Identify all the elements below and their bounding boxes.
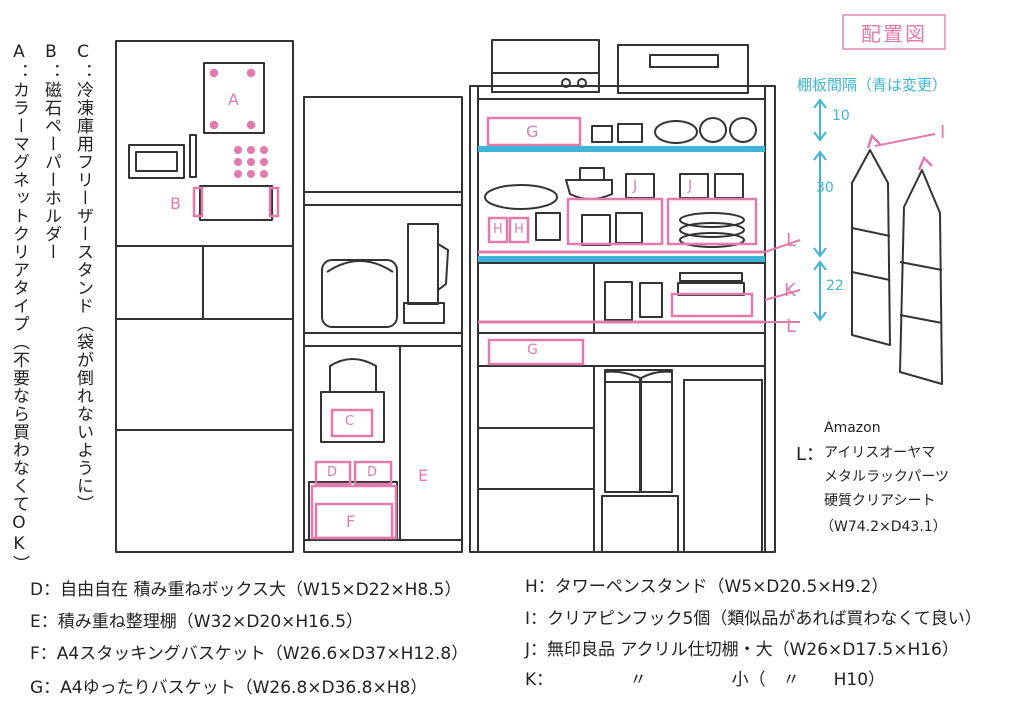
label-a-vertical: A：カラーマグネットクリアタイプ（不要なら買わなくてOK） bbox=[9, 42, 29, 573]
interval-low: 22 bbox=[826, 278, 844, 294]
marker-d-1: D bbox=[327, 465, 338, 480]
hanging-bags bbox=[604, 370, 641, 493]
l-note-label: L： bbox=[796, 444, 825, 465]
refrigerator bbox=[115, 40, 294, 553]
pen-stand-h-2 bbox=[508, 216, 530, 244]
blender bbox=[407, 223, 439, 305]
acrylic-shelf-j-1 bbox=[566, 197, 664, 246]
teapot bbox=[565, 179, 613, 200]
marker-d-2: D bbox=[367, 465, 378, 480]
paper-holder bbox=[199, 185, 273, 221]
legend-h: H：タワーペンスタンド（W5×D20.5×H9.2） bbox=[525, 577, 889, 597]
pen bbox=[189, 134, 197, 178]
basket-f bbox=[314, 502, 394, 540]
legend-g: G：A4ゆったりバスケット（W26.8×D36.8×H8） bbox=[30, 678, 428, 698]
hanging-storage-2 bbox=[899, 169, 943, 385]
carrier-box bbox=[320, 391, 385, 443]
acrylic-shelf-j-2 bbox=[666, 197, 758, 246]
l-note-line4: 硬質クリアシート bbox=[824, 493, 936, 509]
legend-j: J：無印良品 アクリル仕切棚・大（W26×D17.5×H16） bbox=[525, 640, 959, 660]
marker-c: C bbox=[345, 414, 355, 429]
marker-h-1: H bbox=[493, 222, 503, 237]
microwave-rack bbox=[303, 96, 463, 553]
legend-d: D：自由自在 積み重ねボックス大（W15×D22×H8.5） bbox=[30, 580, 462, 600]
legend-k: K： 〃 小（ 〃 H10） bbox=[525, 670, 886, 690]
toaster-oven bbox=[491, 39, 600, 93]
box-c bbox=[330, 408, 374, 438]
acrylic-shelf-k bbox=[670, 292, 754, 318]
marker-k: K bbox=[784, 280, 796, 301]
lower-cabinet bbox=[683, 379, 763, 553]
legend-f: F：A4スタッキングバスケット（W26.6×D37×H12.8） bbox=[30, 644, 469, 664]
box-d-2 bbox=[353, 460, 393, 486]
l-note-line2: アイリスオーヤマ bbox=[824, 445, 936, 461]
page-title: 配置図 bbox=[842, 14, 946, 50]
shelf-interval-title: 棚板間隔（青は変更） bbox=[797, 76, 948, 94]
pen-stand-h-1 bbox=[487, 216, 509, 244]
l-note-line3: メタルラックパーツ bbox=[824, 469, 950, 485]
interval-mid: 30 bbox=[816, 180, 834, 196]
marker-l-2: L bbox=[786, 316, 797, 337]
marker-g-2: G bbox=[527, 342, 538, 358]
interval-top: 10 bbox=[832, 108, 850, 124]
box-d-1 bbox=[314, 460, 352, 486]
marker-i: I bbox=[940, 122, 946, 143]
label-b-vertical: B：磁石ペーパーホルダー bbox=[41, 42, 61, 261]
label-c-vertical: C：冷凍庫用フリーザースタンド（袋が倒れないように） bbox=[73, 42, 93, 513]
legend-e: E：積み重ね整理棚（W32×D20×H16.5） bbox=[30, 612, 364, 632]
legend-i: I：クリアピンフック5個（類似品があれば買わなくて良い） bbox=[525, 609, 982, 629]
hanging-storage-1 bbox=[851, 149, 891, 346]
changed-shelf-mid bbox=[478, 256, 765, 262]
marker-e: E bbox=[418, 466, 429, 485]
marker-h-2: H bbox=[514, 222, 524, 237]
storage-box bbox=[617, 44, 749, 94]
l-note-line1: Amazon bbox=[824, 420, 881, 436]
marker-f: F bbox=[346, 512, 356, 531]
changed-shelf-top bbox=[478, 146, 765, 152]
marker-j-2: J bbox=[688, 178, 693, 194]
marker-j-1: J bbox=[633, 178, 638, 194]
marker-g-1: G bbox=[526, 122, 539, 141]
marker-a: A bbox=[228, 90, 239, 109]
basket-g-lower bbox=[487, 338, 585, 366]
l-note-line5: （W74.2×D43.1） bbox=[820, 519, 947, 535]
memo-board bbox=[128, 144, 185, 179]
marker-l-1: L bbox=[786, 230, 797, 251]
basket-g-top bbox=[486, 116, 582, 147]
rice-cooker bbox=[321, 259, 398, 328]
marker-b: B bbox=[170, 194, 181, 213]
magnet-board bbox=[203, 62, 265, 134]
